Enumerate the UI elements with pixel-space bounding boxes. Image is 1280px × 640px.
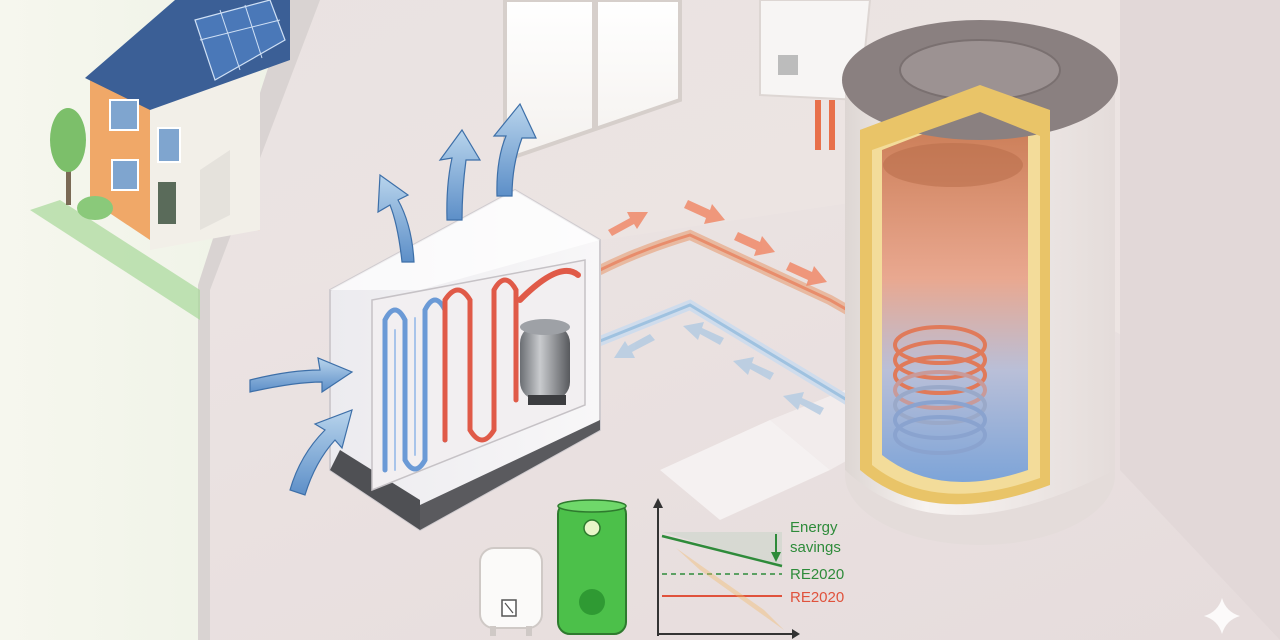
bush <box>77 196 113 220</box>
heat-exchanger-coil <box>893 325 987 455</box>
label-upper-re2020: RE2020 <box>790 566 844 583</box>
sparkle-icon <box>1204 598 1240 634</box>
cold-flow-arrows <box>614 322 824 415</box>
airflow-arrow-icon <box>249 102 537 496</box>
annotation-energy: Energy <box>790 519 838 536</box>
base-foot <box>330 450 420 530</box>
label-lower-re2020: RE2020 <box>790 589 844 606</box>
savings-line <box>661 534 783 568</box>
evaporator-coil <box>382 277 519 473</box>
house-with-solar-panels-icon <box>85 0 290 250</box>
heat-pump-unit <box>329 188 601 532</box>
tree-icon <box>50 108 86 205</box>
window <box>503 0 682 163</box>
hot-water-tank <box>842 20 1118 545</box>
compressor-icon <box>520 319 570 405</box>
right-wall <box>1120 0 1280 640</box>
hot-flow-arrows <box>608 200 827 286</box>
savings-arrow <box>771 552 781 562</box>
annotation-savings: savings <box>790 539 841 556</box>
electric-water-heater-icon <box>479 547 543 636</box>
green-thermodynamic-tank-icon <box>557 499 627 635</box>
lawn <box>30 200 200 320</box>
energy-savings-chart: Energy savings RE2020 RE2020 <box>653 498 844 639</box>
